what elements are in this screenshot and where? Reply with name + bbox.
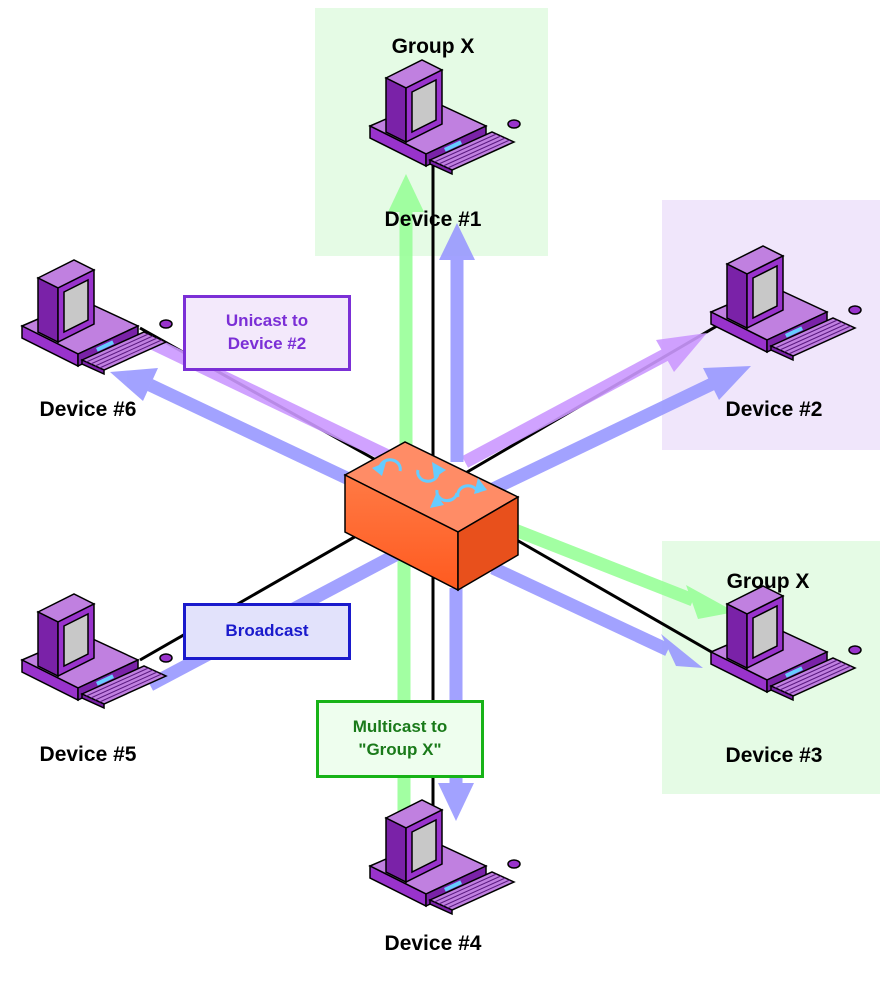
- device-label-4: Device #4: [384, 932, 482, 955]
- multicast-arrowhead-device-1: [388, 174, 424, 212]
- switch-side-face: [457, 495, 519, 592]
- broadcast-arrow-to-device-2-shaft: [467, 378, 715, 506]
- unicast-callout: Unicast to Device #2: [183, 295, 351, 371]
- broadcast-arrowhead-device-1: [439, 223, 475, 260]
- device-label-6: Device #6: [39, 398, 137, 421]
- broadcast-callout: Broadcast: [183, 603, 351, 660]
- broadcast-arrowhead-device-3: [661, 634, 703, 668]
- unicast-callout-line2: Device #2: [227, 334, 307, 353]
- device-label-3: Device #3: [725, 744, 823, 767]
- desktop-computer-icon: [20, 259, 173, 376]
- device-label-2: Device #2: [725, 398, 823, 421]
- multicast-arrowhead-device-3: [686, 585, 735, 619]
- unicast-arrow-shaft-right: [461, 349, 669, 468]
- unicast-arrowhead-device-2: [656, 333, 707, 372]
- multicast-callout-line2: "Group X": [358, 740, 442, 759]
- broadcast-arrow-to-device-6-shaft: [147, 379, 375, 496]
- broadcast-arrowhead-device-2: [703, 366, 751, 400]
- traffic-arrows: [110, 174, 751, 838]
- broadcast-arrowhead-device-6: [110, 368, 158, 401]
- switch-arrows-icon: [372, 458, 487, 508]
- broadcast-arrow-to-device-3-shaft: [490, 562, 671, 656]
- desktop-computer-icon: [368, 799, 521, 916]
- unicast-callout-line1: Unicast to: [225, 311, 309, 331]
- desktop-computer-icon: [709, 245, 862, 362]
- group-label-top: Group X: [391, 35, 475, 58]
- broadcast-arrowhead-device-4: [438, 783, 474, 821]
- multicast-arrow-to-device-3-shaft: [512, 523, 696, 607]
- desktop-computer-icon: [20, 593, 173, 710]
- desktop-computer-icon: [368, 59, 521, 176]
- device-label-1: Device #1: [384, 208, 482, 231]
- multicast-callout: Multicast to "Group X": [316, 700, 484, 778]
- device-label-5: Device #5: [39, 743, 137, 766]
- desktop-computer-icon: [709, 585, 862, 702]
- network-switch-icon: [343, 441, 520, 592]
- computers: [20, 59, 862, 916]
- multicast-callout-line1: Multicast to: [352, 717, 448, 737]
- group-label-bottom: Group X: [726, 570, 810, 593]
- broadcast-callout-text: Broadcast: [225, 621, 309, 641]
